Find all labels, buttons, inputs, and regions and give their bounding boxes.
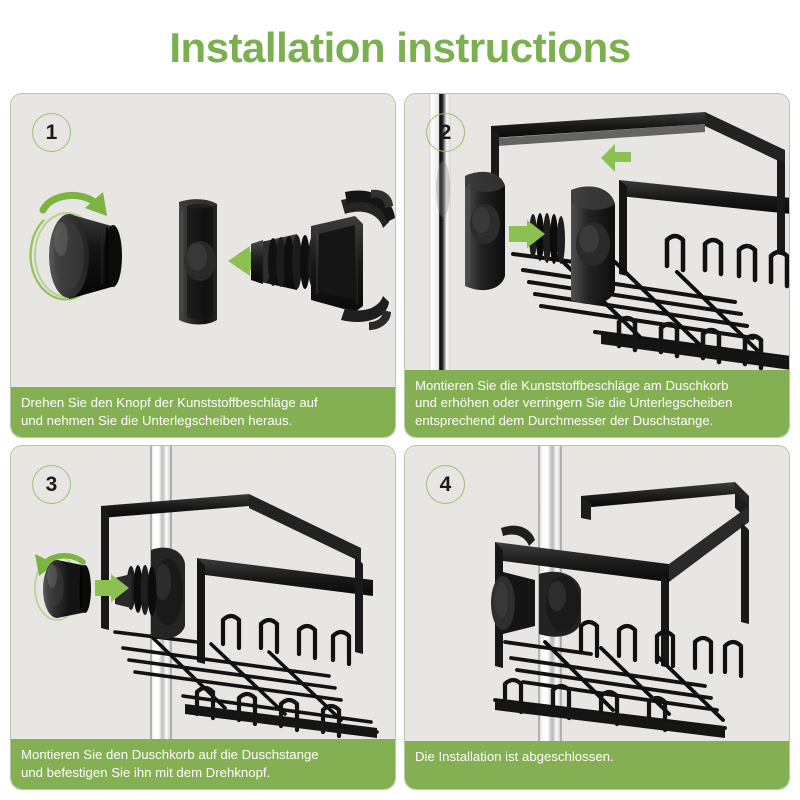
caption-line: Montieren Sie die Kunststoffbeschläge am… xyxy=(415,377,729,393)
step-number-badge-4: 4 xyxy=(426,465,465,504)
installation-complete-art xyxy=(491,446,749,741)
caption-line: und erhöhen oder verringern Sie die Unte… xyxy=(415,395,733,410)
pole-clamp-collar xyxy=(151,547,185,639)
step-3-caption: Montieren Sie den Duschkorb auf die Dusc… xyxy=(11,739,395,789)
step-2-illustration: 2 xyxy=(405,94,789,370)
step-4-caption: Die Installation ist abgeschlossen. xyxy=(405,741,789,789)
step-2-caption: Montieren Sie die Kunststoffbeschläge am… xyxy=(405,369,789,437)
step-1-illustration: 1 xyxy=(11,94,395,387)
caption-line: Montieren Sie den Duschkorb auf die Dusc… xyxy=(21,747,319,762)
assembly-arrow-up-2 xyxy=(601,144,631,172)
knob-washer-bracket-art xyxy=(29,189,395,330)
basket-on-pole-art xyxy=(34,446,379,739)
step-number-badge-1: 1 xyxy=(32,113,71,152)
step-number-4: 4 xyxy=(439,472,452,496)
shower-pole xyxy=(429,94,451,370)
steps-grid: 1 xyxy=(10,93,790,790)
step-panel-2: 2 xyxy=(404,93,790,438)
step-number-1: 1 xyxy=(45,120,58,144)
step-panel-1: 1 xyxy=(10,93,396,438)
plastic-fitting-right xyxy=(571,186,615,305)
shower-caddy-basket xyxy=(491,112,789,370)
step-panel-3: 3 xyxy=(10,445,396,790)
assembly-arrow-right-2 xyxy=(509,220,545,248)
washer-plate-part xyxy=(179,199,217,325)
threaded-bracket-part xyxy=(251,189,395,330)
pole-clamp-and-knob xyxy=(491,525,581,637)
caption-line: und nehmen Sie die Unterlegscheiben hera… xyxy=(21,412,293,428)
plastic-knob-part xyxy=(29,191,122,301)
caption-line: Drehen Sie den Knopf der Kunststoffbesch… xyxy=(21,395,318,410)
plastic-knob-part-3 xyxy=(34,553,91,621)
step-4-illustration: 4 xyxy=(405,446,789,741)
basket-and-fittings-art xyxy=(429,94,789,370)
step-3-illustration: 3 xyxy=(11,446,395,739)
caption-line: und befestigen Sie ihn mit dem Drehknopf… xyxy=(21,764,271,780)
step-number-badge-2: 2 xyxy=(426,113,465,152)
assembly-arrow-right-3 xyxy=(95,574,129,602)
step-number-2: 2 xyxy=(439,120,452,144)
page-title: Installation instructions xyxy=(169,24,631,71)
plastic-fitting-left xyxy=(465,171,505,291)
step-number-badge-3: 3 xyxy=(32,465,71,504)
shower-caddy-basket xyxy=(101,494,379,739)
caption-line: Die Installation ist abgeschlossen. xyxy=(415,749,614,764)
caption-line: entsprechend dem Durchmesser der Duschst… xyxy=(415,412,714,428)
shower-caddy-basket xyxy=(493,482,749,738)
step-number-3: 3 xyxy=(45,472,58,496)
step-1-caption: Drehen Sie den Knopf der Kunststoffbesch… xyxy=(11,387,395,437)
step-panel-4: 4 xyxy=(404,445,790,790)
